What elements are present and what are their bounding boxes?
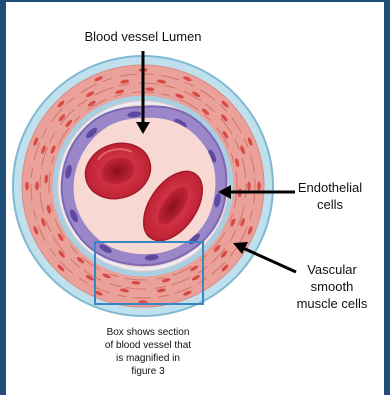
endothelial-label-line1: Endothelial [298, 180, 362, 195]
caption-line1: Box shows section [107, 327, 190, 338]
smooth-muscle-label-line2: smooth [311, 279, 354, 294]
smooth-muscle-label-line3: muscle cells [297, 296, 368, 311]
endothelial-label-line2: cells [317, 197, 344, 212]
lumen-label: Blood vessel Lumen [84, 29, 201, 44]
smooth-muscle-cell [25, 182, 29, 191]
caption-line3: is magnified in [116, 353, 180, 364]
smooth-muscle-cell [247, 182, 251, 191]
smooth-muscle-cell [35, 181, 39, 190]
smooth-muscle-label-line1: Vascular [307, 262, 357, 277]
caption-line2: of blood vessel that [105, 340, 191, 351]
smooth-muscle-cell [257, 182, 261, 191]
caption-line4: figure 3 [131, 366, 165, 377]
